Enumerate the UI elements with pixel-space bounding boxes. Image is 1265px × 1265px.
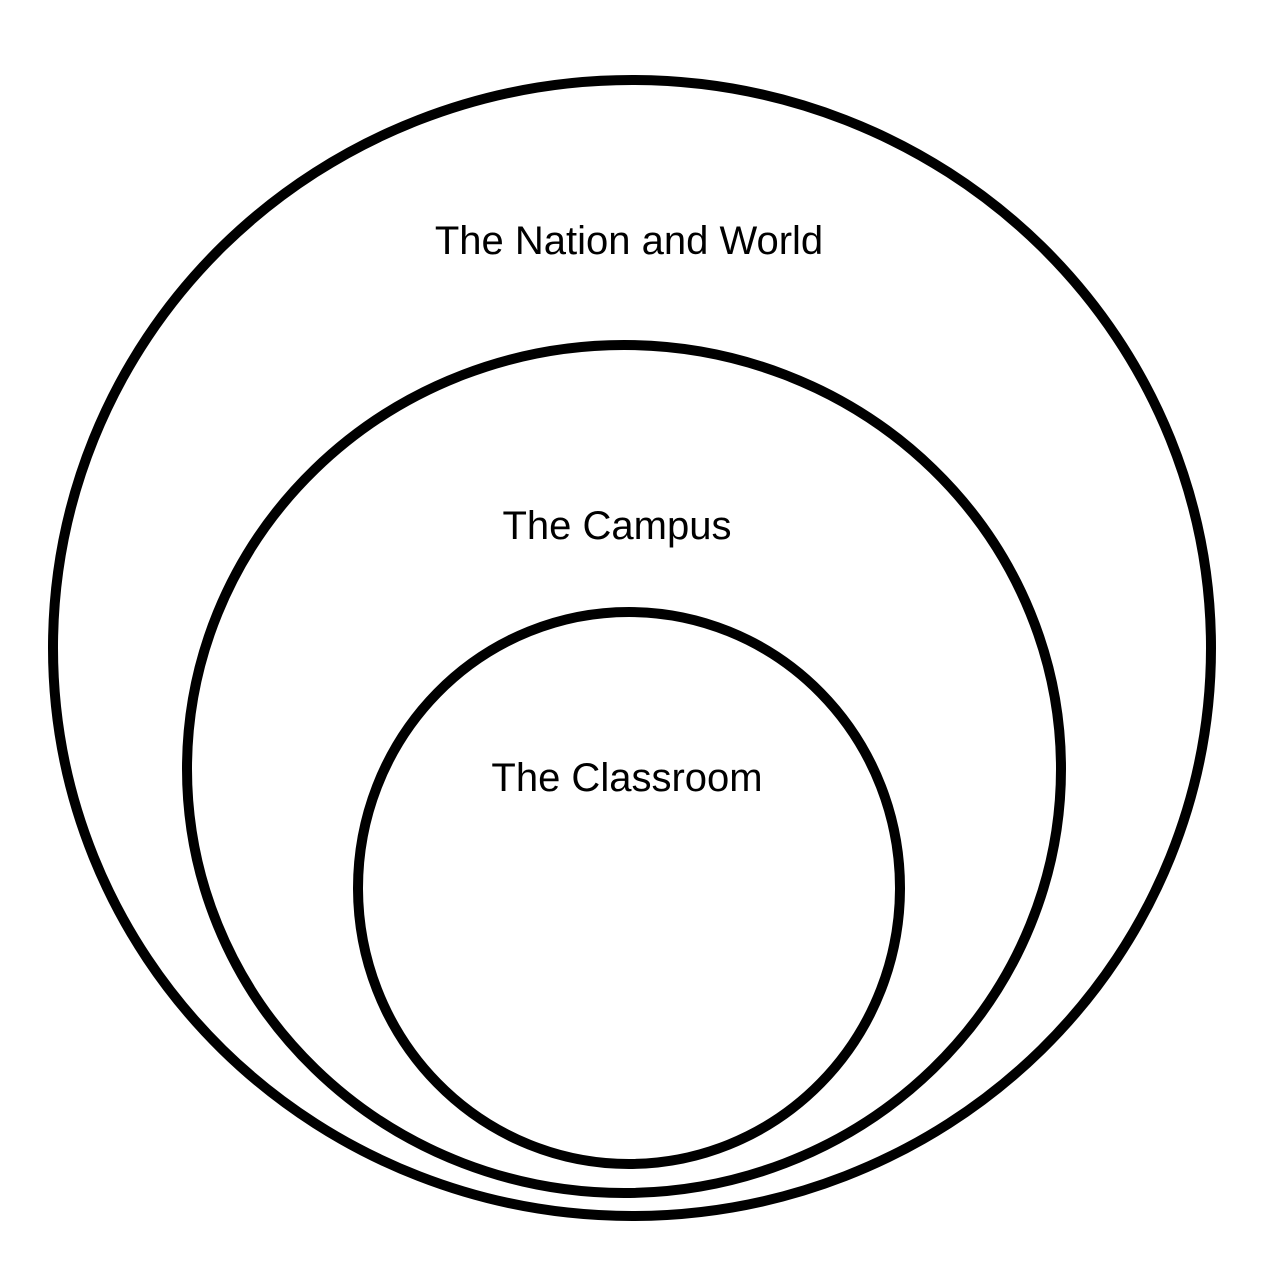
- middle-circle-campus: [182, 340, 1066, 1198]
- label-classroom: The Classroom: [491, 756, 762, 800]
- outer-circle-nation-and-world: [48, 75, 1216, 1221]
- label-nation-and-world: The Nation and World: [435, 219, 823, 263]
- label-campus: The Campus: [503, 504, 732, 548]
- inner-circle-classroom: [353, 607, 905, 1169]
